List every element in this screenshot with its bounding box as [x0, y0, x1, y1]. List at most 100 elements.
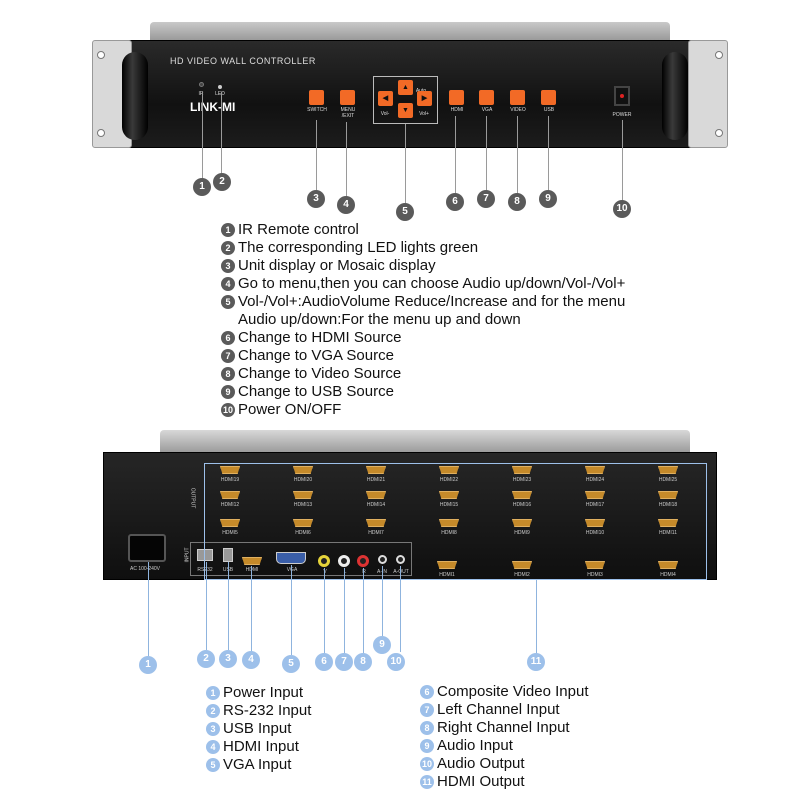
hdmi-output-label: HDMI3: [587, 572, 603, 578]
menu-exit-button[interactable]: [340, 90, 355, 105]
nav-button-cluster: [373, 76, 438, 124]
hdmi-output-port[interactable]: [220, 466, 240, 474]
hdmi-output-port[interactable]: [512, 466, 532, 474]
right-handle: [662, 52, 688, 140]
hdmi-output-port[interactable]: [293, 519, 313, 527]
hdmi-output-label: HDMI17: [585, 502, 605, 508]
legend-number: 1: [221, 223, 235, 237]
hdmi-output-port[interactable]: [658, 466, 678, 474]
rear-leader-line-2: [206, 562, 207, 650]
hdmi-output-label: HDMI22: [439, 477, 459, 483]
hdmi-output-port[interactable]: [585, 466, 605, 474]
legend-number: 3: [221, 259, 235, 273]
hdmi-output-port[interactable]: [220, 491, 240, 499]
callout-front-8: 8: [508, 193, 526, 211]
hdmi-output-label: HDMI15: [439, 502, 459, 508]
hdmi-output-label: HDMI4: [660, 572, 676, 578]
legend-text: USB Input: [223, 720, 292, 737]
vol-minus-button[interactable]: ◀: [378, 91, 393, 106]
legend-number: 7: [420, 703, 434, 717]
hdmi-output-port[interactable]: [585, 491, 605, 499]
hdmi-output-port[interactable]: [658, 491, 678, 499]
legend-text: Right Channel Input: [437, 719, 570, 736]
video-source-button[interactable]: [510, 90, 525, 105]
hdmi-output-port[interactable]: [220, 519, 240, 527]
hdmi-output-port[interactable]: [512, 561, 532, 569]
rear-leader-line-5: [291, 565, 292, 655]
hdmi-output-port[interactable]: [366, 519, 386, 527]
hdmi-output-port[interactable]: [585, 561, 605, 569]
hdmi-output-label: HDMI16: [512, 502, 532, 508]
usb-port[interactable]: [223, 548, 233, 562]
vol-minus-label: Vol-: [380, 111, 390, 117]
hdmi-output-port[interactable]: [585, 519, 605, 527]
audio-in-port[interactable]: [378, 555, 387, 564]
right-audio-label: R: [362, 569, 366, 575]
hdmi-output-port[interactable]: [512, 519, 532, 527]
vga-source-button[interactable]: [479, 90, 494, 105]
output-label: OUTPUT: [189, 487, 196, 509]
power-label: POWER: [612, 112, 632, 118]
legend-text: Change to HDMI Source: [238, 329, 402, 346]
right-audio-port[interactable]: [357, 555, 369, 567]
power-input-socket[interactable]: [128, 534, 166, 562]
hdmi-output-port[interactable]: [439, 466, 459, 474]
legend-number: 8: [420, 721, 434, 735]
power-switch[interactable]: [614, 86, 630, 106]
legend-number: 4: [206, 740, 220, 754]
hdmi-output-label: HDMI13: [293, 502, 313, 508]
rear-leader-line-3: [228, 562, 229, 650]
input-section-frame: [190, 542, 412, 576]
hdmi-output-port[interactable]: [439, 519, 459, 527]
vga-label: VGA: [286, 567, 298, 573]
legend-number: 8: [221, 367, 235, 381]
vol-plus-button[interactable]: ▶: [417, 91, 432, 106]
callout-rear-8: 8: [354, 653, 372, 671]
ir-sensor: [199, 82, 204, 87]
rear-leader-line-9: [382, 566, 383, 636]
callout-rear-2: 2: [197, 650, 215, 668]
hdmi-output-port[interactable]: [366, 491, 386, 499]
hdmi-output-port[interactable]: [658, 519, 678, 527]
rs232-port[interactable]: [197, 549, 213, 561]
hdmi-output-port[interactable]: [658, 561, 678, 569]
brand-logo: LINK-MI: [190, 100, 236, 114]
hdmi-output-port[interactable]: [293, 491, 313, 499]
video-rca-port[interactable]: [318, 555, 330, 567]
vga-port[interactable]: [276, 552, 306, 564]
left-audio-port[interactable]: [338, 555, 350, 567]
switch-label: SWITCH: [307, 107, 327, 113]
hdmi-output-port[interactable]: [437, 561, 457, 569]
hdmi-output-port[interactable]: [366, 466, 386, 474]
legend-number: 9: [420, 739, 434, 753]
rear-leader-line-7: [344, 568, 345, 654]
legend-number: 7: [221, 349, 235, 363]
right-rack-ear: [688, 40, 728, 148]
hdmi-output-label: HDMI7: [368, 530, 384, 536]
vol-plus-label: Vol+: [419, 111, 429, 117]
usb-source-button[interactable]: [541, 90, 556, 105]
hdmi-output-port[interactable]: [512, 491, 532, 499]
legend-text: Left Channel Input: [437, 701, 560, 718]
switch-button[interactable]: [309, 90, 324, 105]
hdmi-output-label: HDMI25: [658, 477, 678, 483]
leader-line-9: [548, 116, 549, 192]
legend-text: Audio Output: [437, 755, 525, 772]
ir-label: IR: [198, 91, 204, 97]
legend-number: 2: [221, 241, 235, 255]
hdmi-output-label: HDMI2: [514, 572, 530, 578]
hdmi-output-port[interactable]: [439, 491, 459, 499]
down-arrow-button[interactable]: ▼: [398, 103, 413, 118]
legend-text: Vol-/Vol+:AudioVolume Reduce/Increase an…: [238, 293, 626, 310]
led-label: LED: [215, 91, 225, 97]
hdmi-output-port[interactable]: [293, 466, 313, 474]
up-arrow-button[interactable]: ▲: [398, 80, 413, 95]
hdmi-source-button[interactable]: [449, 90, 464, 105]
audio-out-port[interactable]: [396, 555, 405, 564]
